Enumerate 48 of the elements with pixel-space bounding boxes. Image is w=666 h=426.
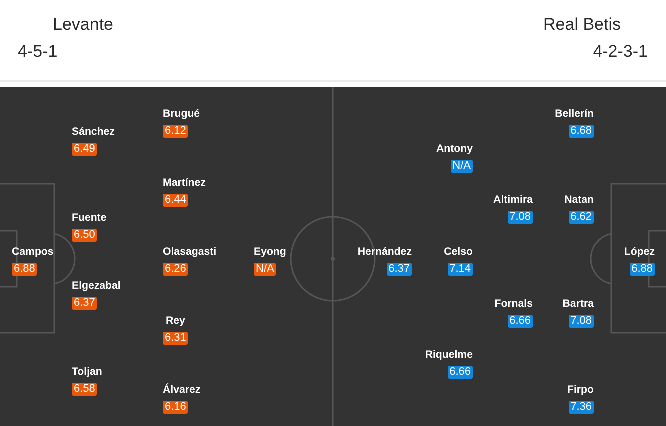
player-name: Altimira: [494, 193, 533, 207]
player-name: Campos: [12, 245, 54, 259]
player-name: Olasagasti: [163, 245, 217, 259]
player-name: Martínez: [163, 176, 206, 190]
rating-badge: 6.12: [163, 125, 188, 138]
rating-badge: N/A: [254, 263, 276, 276]
rating-badge: 7.36: [568, 401, 594, 414]
player-name: López: [624, 245, 655, 259]
player-name: Bellerín: [555, 107, 594, 121]
rating-badge: 6.16: [163, 401, 188, 414]
player-name: Fornals: [494, 297, 533, 311]
player-name: Antony: [436, 142, 473, 156]
rating-badge: 6.88: [630, 263, 655, 276]
rating-badge: 6.31: [163, 332, 188, 345]
rating-badge: 6.88: [12, 263, 38, 276]
rating-badge: 6.26: [163, 263, 188, 276]
rating-badge: 6.37: [386, 263, 412, 276]
rating-badge: 6.68: [568, 125, 594, 138]
rating-badge: 6.66: [508, 315, 533, 328]
rating-badge: 6.66: [448, 366, 473, 379]
player-name: Eyong: [254, 245, 286, 259]
player-name: Hernández: [358, 245, 412, 259]
player-name: Fuente: [72, 211, 107, 225]
rating-badge: 6.62: [568, 211, 594, 224]
rating-badge: 6.50: [72, 229, 98, 242]
player-name: Bartra: [562, 297, 594, 311]
player-name: Álvarez: [163, 383, 201, 397]
formation: 4-2-3-1: [593, 42, 648, 62]
rating-badge: 6.58: [72, 383, 98, 396]
team-name: Real Betis: [544, 15, 621, 35]
player-name: Natan: [564, 193, 594, 207]
rating-badge: 6.37: [72, 297, 98, 310]
player-name: Rey: [166, 314, 186, 328]
player-name: Celso: [444, 245, 473, 259]
player-name: Toljan: [72, 365, 102, 379]
rating-badge: 7.08: [508, 211, 533, 224]
player-name: Brugué: [163, 107, 200, 121]
player-name: Riquelme: [425, 348, 473, 362]
rating-badge: 6.44: [163, 194, 188, 207]
team-name: Levante: [53, 15, 114, 35]
rating-badge: 6.49: [72, 143, 98, 156]
rating-badge: N/A: [450, 160, 473, 173]
rating-badge: 7.14: [448, 263, 473, 276]
rating-badge: 7.08: [568, 315, 594, 328]
player-name: Sánchez: [72, 125, 115, 139]
formation: 4-5-1: [18, 42, 58, 62]
player-name: Firpo: [568, 383, 594, 397]
player-name: Elgezabal: [72, 279, 121, 293]
